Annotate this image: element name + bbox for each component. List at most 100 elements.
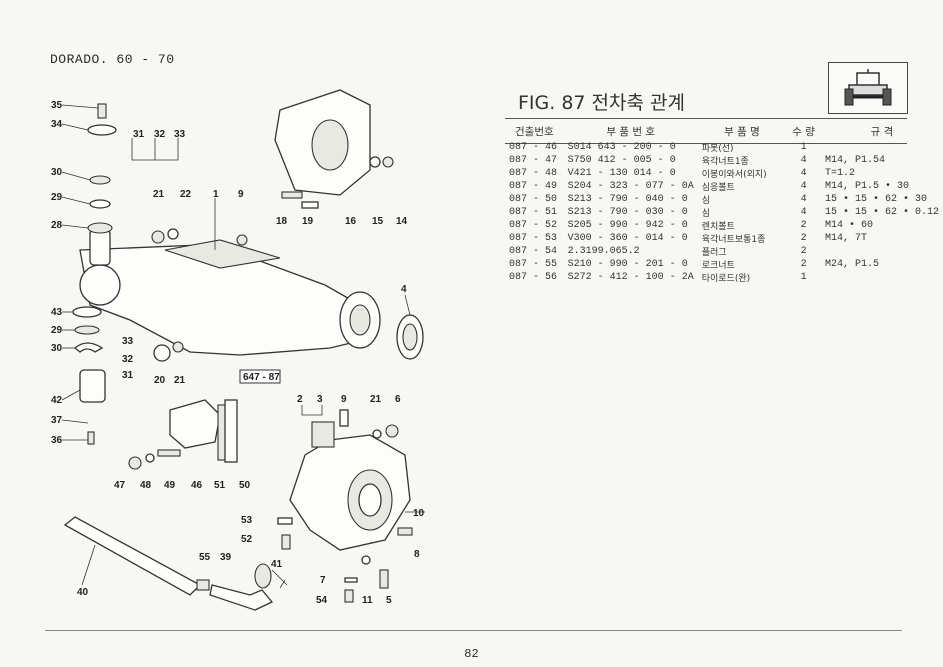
callout-7: 7 — [320, 575, 326, 586]
leader-2-3 — [301, 405, 323, 416]
callout-40: 40 — [77, 587, 89, 598]
table-row: 087 - 46 S014 643 - 200 - 0 파봇(선) 1 — [505, 141, 943, 154]
callout-42: 42 — [51, 395, 63, 406]
cell-ref-no: 087 - 48 — [509, 168, 558, 179]
washer-21c — [372, 429, 382, 439]
bracket-46 — [169, 399, 221, 449]
washer-28 — [87, 222, 113, 234]
document-header-title: DORADO. 60 - 70 — [50, 52, 175, 67]
cell-part-number: S210 - 990 - 201 - 0 — [567, 259, 688, 270]
cell-part-name: 파봇(선) — [701, 144, 734, 154]
seal-4-inner — [402, 323, 418, 351]
bolt-49 — [157, 449, 181, 457]
callout-18: 18 — [276, 216, 288, 227]
cell-part-number: S213 - 790 - 040 - 0 — [567, 194, 688, 205]
leader-35 — [61, 104, 99, 109]
callout-4: 4 — [401, 284, 407, 295]
cell-part-name: 심 — [701, 209, 710, 219]
header-spec: 규 격 — [870, 125, 894, 138]
callout-51: 51 — [214, 480, 226, 491]
plug-21 — [151, 230, 165, 244]
callout-3: 3 — [317, 394, 323, 405]
pivot-pin-42 — [79, 369, 106, 403]
callout-49: 49 — [164, 480, 176, 491]
pin-18 — [281, 191, 303, 199]
cell-part-number: S213 - 790 - 030 - 0 — [567, 207, 688, 218]
leader-37 — [61, 419, 89, 424]
header-ref-no: 건출번호 — [515, 125, 554, 138]
callout-50: 50 — [239, 480, 251, 491]
cell-quantity: 1 — [800, 142, 807, 153]
cell-part-name: 육각너트1종 — [701, 157, 749, 167]
leader-40 — [81, 544, 96, 586]
cell-part-number: V300 - 360 - 014 - 0 — [567, 233, 688, 244]
cell-spec: M14, P1.54 — [824, 155, 885, 166]
nut-14 — [382, 156, 394, 168]
cell-ref-no: 087 - 54 — [509, 246, 558, 257]
plug-20 — [153, 344, 171, 362]
cell-quantity: 2 — [800, 246, 807, 257]
callout-8: 8 — [414, 549, 420, 560]
ball-joint-39 — [254, 563, 272, 589]
cell-part-name: 육각너트보통1종 — [701, 235, 766, 245]
callout-9b: 9 — [341, 394, 347, 405]
axle-housing-top — [164, 239, 281, 269]
callout-30: 30 — [51, 167, 63, 178]
cell-spec: M14, P1.5 • 30 — [824, 181, 909, 192]
knuckle-stem — [89, 229, 111, 266]
cell-part-number: S204 - 323 - 077 - 0A — [567, 181, 694, 192]
cell-spec — [821, 245, 943, 258]
figure-title: FIG. 87 전차축 관계 — [518, 92, 685, 114]
callout-33b: 33 — [122, 336, 134, 347]
gear-housing-top — [311, 421, 335, 448]
cell-quantity: 2 — [800, 220, 807, 231]
cell-ref-no: 087 - 52 — [509, 220, 558, 231]
shim-50 — [224, 399, 238, 463]
page-number: 82 — [464, 647, 479, 661]
callout-47: 47 — [114, 480, 126, 491]
washer-48 — [145, 453, 155, 463]
callout-29b: 29 — [51, 325, 63, 336]
lock-nut-55 — [196, 579, 210, 591]
cell-part-number: S014 643 - 200 - 0 — [567, 142, 676, 153]
plug-9 — [236, 234, 248, 246]
callout-21b: 21 — [174, 375, 186, 386]
plug-54 — [344, 589, 354, 603]
cell-part-name: 심응볼트 — [701, 183, 735, 193]
washer-11 — [361, 555, 371, 565]
cell-quantity: 4 — [800, 207, 807, 218]
cell-ref-no: 087 - 51 — [509, 207, 558, 218]
callout-19: 19 — [302, 216, 314, 227]
cell-spec: M24, P1.5 — [824, 259, 879, 270]
exploded-diagram: 647 - 87 35 34 31 32 33 30 29 28 21 2 — [51, 89, 425, 611]
callout-21: 21 — [153, 189, 165, 200]
table-top-rule — [505, 118, 907, 119]
pin-19 — [301, 201, 319, 209]
cell-part-name: 플러그 — [701, 248, 727, 258]
callout-6: 6 — [395, 394, 401, 405]
parts-table: 건출번호 부 품 번 호 부 품 명 수 량 규 격 087 - 46 S014 … — [505, 121, 943, 285]
bolt-53 — [277, 517, 293, 525]
cell-part-name: 로크너트 — [701, 261, 735, 271]
cotter-pin-41 — [271, 569, 288, 589]
cell-spec: 15 • 15 • 62 • 0.12 — [824, 207, 939, 218]
cell-ref-no: 087 - 47 — [509, 155, 558, 166]
callout-55: 55 — [199, 552, 211, 563]
callout-16: 16 — [345, 216, 357, 227]
washer-21b — [172, 341, 184, 353]
callout-15: 15 — [372, 216, 384, 227]
leader-28 — [61, 224, 89, 229]
gear-housing-bore-inner — [358, 483, 382, 517]
housing-bore-right — [349, 304, 371, 336]
cell-spec — [821, 141, 943, 154]
cell-spec: 15 • 15 • 62 • 30 — [824, 194, 927, 205]
table-header-row: 건출번호 부 품 번 호 부 품 명 수 량 규 격 — [505, 121, 943, 141]
leader-4 — [404, 294, 411, 316]
callout-11: 11 — [362, 595, 373, 606]
cell-ref-no: 087 - 46 — [509, 142, 558, 153]
header-part-name: 부 품 명 — [724, 125, 760, 138]
